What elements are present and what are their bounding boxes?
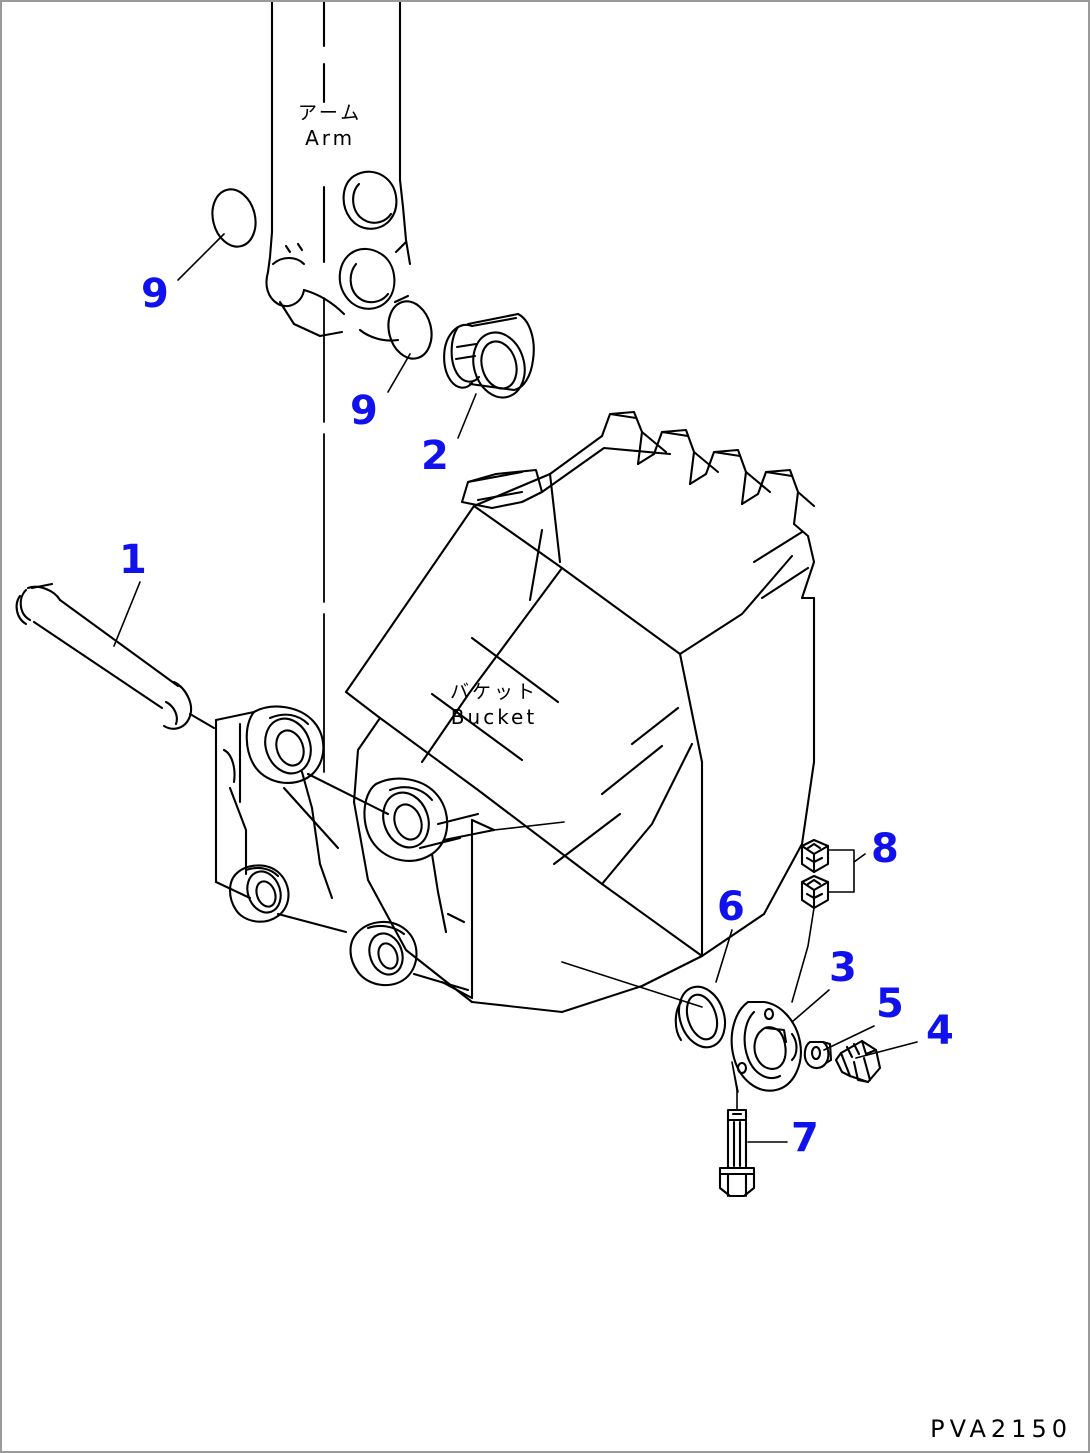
callout-6-seal-ring[interactable]: 6 xyxy=(717,884,745,930)
label-bucket-en: Bucket xyxy=(450,704,538,729)
callout-8-nut[interactable]: 8 xyxy=(871,826,899,872)
callout-4-bolt-short[interactable]: 4 xyxy=(926,1008,954,1054)
label-arm: アーム Arm xyxy=(298,102,362,151)
part-7-long-bolt xyxy=(718,1061,756,1198)
part-2-bushing xyxy=(443,312,535,399)
drawing-code: PVA2150 xyxy=(930,1415,1072,1443)
callout-9-bucket-seal[interactable]: 9 xyxy=(350,388,378,434)
callout-7-bolt-long[interactable]: 7 xyxy=(791,1115,819,1161)
bucket-mount-bracket xyxy=(214,705,496,1000)
part-4-short-bolt xyxy=(834,1039,882,1084)
callout-leader-lines xyxy=(113,233,918,1143)
arm-assembly xyxy=(265,2,412,342)
label-bucket-jp: バケット xyxy=(450,681,539,703)
callout-9-arm-seal[interactable]: 9 xyxy=(141,271,169,317)
callout-1-bucket-pin[interactable]: 1 xyxy=(119,537,147,583)
part-3-retainer-plate xyxy=(730,1000,802,1092)
bucket-body xyxy=(344,410,816,1014)
part-1-bucket-pin xyxy=(15,582,216,730)
callout-2-bushing[interactable]: 2 xyxy=(421,433,449,479)
label-arm-en: Arm xyxy=(305,125,356,150)
part-8-nuts xyxy=(791,838,855,1003)
label-bucket: バケット Bucket xyxy=(450,681,538,730)
label-arm-jp: アーム xyxy=(298,102,363,124)
callout-5-washer[interactable]: 5 xyxy=(876,981,904,1027)
part-9-dust-seals xyxy=(211,188,433,360)
callout-3-retainer[interactable]: 3 xyxy=(829,945,857,991)
part-5-washer xyxy=(803,1040,833,1070)
part-6-seal-ring xyxy=(674,985,727,1049)
